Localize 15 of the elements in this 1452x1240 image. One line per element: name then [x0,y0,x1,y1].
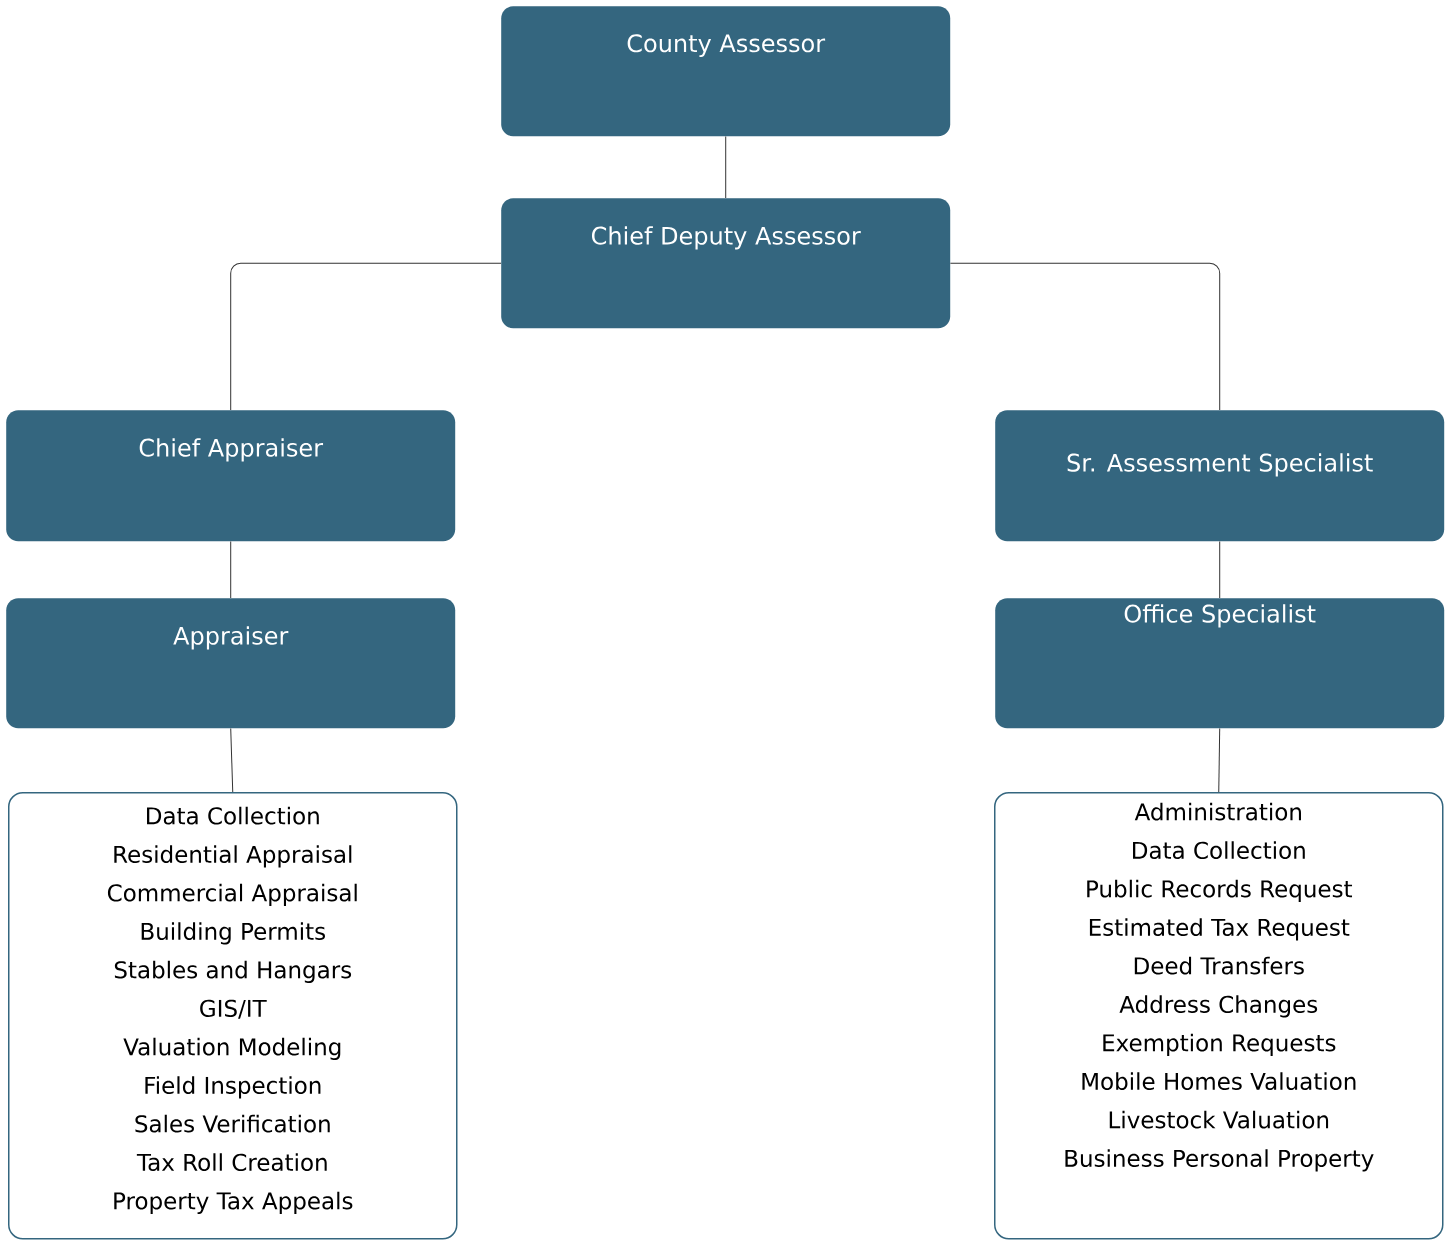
role-box: Appraiser [6,598,456,729]
connector-line [230,727,234,793]
duties-box: Data Collection Residential Appraisal Commercial Appraisal Building Permits Stables and Hangars GIS/IT Valuation Modeling Field Inspection Sales Verification Tax Roll Creation Property Tax Appeals [8,792,458,1240]
connector-line [949,262,1221,411]
role-box: Sr. Assessment Specialist [995,410,1445,542]
connector-line [230,262,502,411]
connector-line [1219,540,1221,599]
connector-line [230,540,232,599]
role-box: Chief Deputy Assessor [501,198,951,329]
role-box: Office Specialist [995,598,1445,729]
duties-box: Administration Data Collection Public Records Request Estimated Tax Request Deed Transfers Address Changes Exemption Requests Mobile Homes Valuation Livestock Valuation Business Personal Property [994,792,1444,1240]
connector-line [725,135,727,199]
role-box: County Assessor [501,6,951,137]
role-box: Chief Appraiser [6,410,456,542]
connector-line [1218,727,1221,793]
